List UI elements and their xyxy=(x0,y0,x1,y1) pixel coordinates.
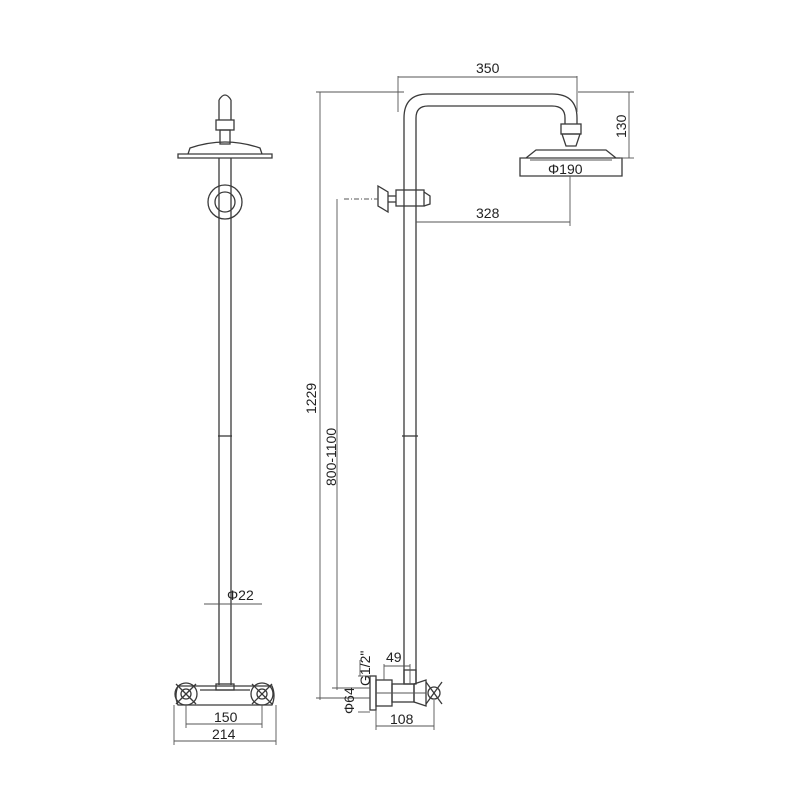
dim-350: 350 xyxy=(397,60,578,112)
dim-328-label: 328 xyxy=(476,205,500,221)
dim-108-label: 108 xyxy=(390,711,414,727)
front-connector xyxy=(215,119,235,131)
inlet-thread-label: G1/2" xyxy=(357,651,373,686)
front-mixer-body xyxy=(175,685,275,706)
side-mixer xyxy=(369,669,443,711)
side-shower-head xyxy=(519,149,623,177)
front-view: Φ22 150 214 xyxy=(173,94,277,745)
front-shower-head xyxy=(177,141,273,159)
dim-49: 49 xyxy=(383,649,411,684)
dim-150: 150 xyxy=(185,705,263,728)
side-view: Φ190 350 xyxy=(303,60,634,730)
dim-350-label: 350 xyxy=(476,60,500,76)
side-arm-inner xyxy=(415,105,566,124)
head-diameter-label: Φ190 xyxy=(548,161,583,177)
dim-214: 214 xyxy=(173,705,277,745)
dim-108: 108 xyxy=(375,700,435,730)
dim-g12: G1/2" xyxy=(357,651,373,686)
side-ball-joint xyxy=(561,133,581,147)
dim-328: 328 xyxy=(416,176,571,226)
front-top-pipe xyxy=(218,94,232,120)
dim-130: 130 xyxy=(578,91,634,159)
dim-49-label: 49 xyxy=(386,649,402,665)
dim-phi64: Φ64 xyxy=(341,675,370,714)
pipe-diameter-label: Φ22 xyxy=(227,587,254,603)
side-slider xyxy=(344,184,431,214)
dim-1229: 1229 xyxy=(303,91,404,700)
front-neck xyxy=(219,129,231,145)
dim-130-label: 130 xyxy=(613,114,629,138)
front-slider-outer xyxy=(207,184,243,220)
dim-1229-label: 1229 xyxy=(303,383,319,414)
side-connector xyxy=(560,123,582,135)
cover-diameter-label: Φ64 xyxy=(341,687,357,714)
dim-800-1100: 800-1100 xyxy=(323,199,370,690)
dim-800-1100-label: 800-1100 xyxy=(323,428,339,486)
front-mixer-outlet xyxy=(215,683,235,691)
dim-214-label: 214 xyxy=(212,726,236,742)
side-arm-outer xyxy=(403,93,578,124)
front-slider-inner xyxy=(214,191,236,213)
dim-150-label: 150 xyxy=(214,709,238,725)
